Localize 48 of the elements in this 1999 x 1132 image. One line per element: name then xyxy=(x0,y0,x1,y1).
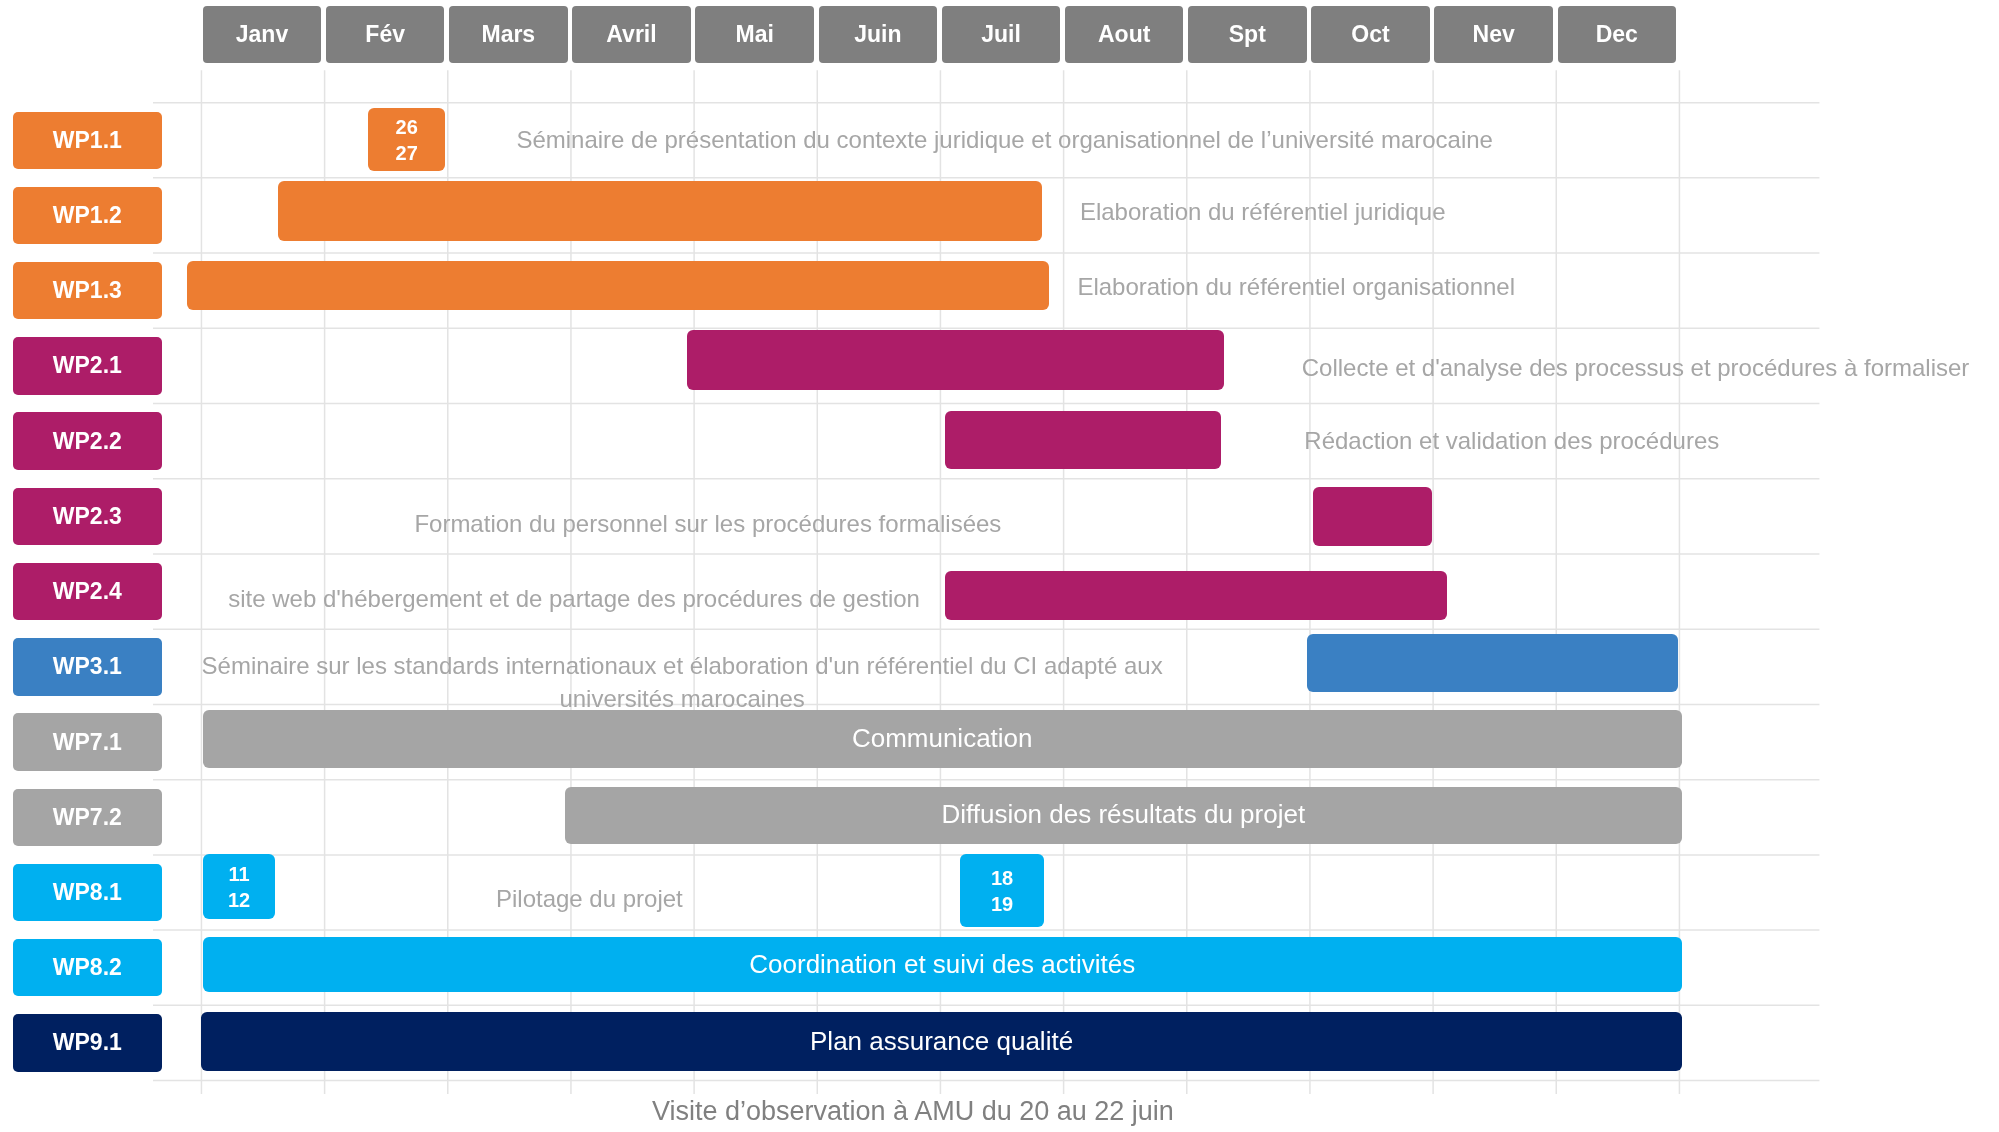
work-package-label: WP9.1 xyxy=(12,1014,162,1072)
work-package-label: WP1.1 xyxy=(12,111,162,169)
task-description: Formation du personnel sur les procédures formalisées xyxy=(414,508,1002,539)
work-package-label: WP8.1 xyxy=(12,863,162,922)
month-header: Spt xyxy=(1188,6,1307,64)
month-header: Nev xyxy=(1434,6,1553,64)
work-package-label: WP8.2 xyxy=(12,939,162,997)
task-bar xyxy=(687,330,1224,391)
task-description: Collecte et d'analyse des processus et procédures à formaliser xyxy=(1301,353,1970,384)
month-header: Juil xyxy=(941,6,1061,64)
work-package-label: WP1.2 xyxy=(12,186,162,245)
month-header: Dec xyxy=(1557,6,1677,64)
work-package-label: WP2.4 xyxy=(12,562,162,621)
month-header: Janv xyxy=(202,6,322,64)
task-bar: Coordination et suivi des activités xyxy=(202,937,1682,992)
task-bar: 26 27 xyxy=(368,108,445,171)
task-description: Elaboration du référentiel organisationnel xyxy=(1077,271,1515,302)
task-bar xyxy=(944,410,1222,470)
task-bar: Diffusion des résultats du projet xyxy=(564,786,1682,845)
task-description: Séminaire de présentation du contexte juridique et organisationnel de l’université marocaine xyxy=(516,125,1493,156)
task-bar xyxy=(1306,633,1678,693)
work-package-label: WP2.3 xyxy=(12,487,162,546)
task-bar xyxy=(944,571,1448,620)
task-description: Pilotage du projet xyxy=(495,883,683,914)
task-bar xyxy=(1313,487,1432,546)
work-package-label: WP7.1 xyxy=(12,713,162,771)
task-description: Rédaction et validation des procédures xyxy=(1304,425,1720,456)
month-header: Fév xyxy=(325,6,445,64)
task-bar xyxy=(277,181,1042,241)
task-bar: 18 19 xyxy=(960,854,1045,927)
task-bar: Plan assurance qualité xyxy=(201,1012,1682,1071)
month-header: Oct xyxy=(1311,6,1430,64)
work-package-label: WP1.3 xyxy=(12,262,162,320)
task-bar: Communication xyxy=(202,710,1682,768)
work-package-label: WP3.1 xyxy=(12,638,162,696)
month-header: Aout xyxy=(1064,6,1184,64)
task-bar: 11 12 xyxy=(202,854,276,920)
month-header: Juin xyxy=(818,6,938,64)
month-header: Avril xyxy=(572,6,691,64)
month-header: Mars xyxy=(449,6,568,64)
work-package-label: WP7.2 xyxy=(12,788,162,846)
task-bar xyxy=(187,261,1050,310)
month-header: Mai xyxy=(695,6,814,64)
task-description: Elaboration du référentiel juridique xyxy=(1079,196,1446,227)
task-description: site web d'hébergement et de partage des procédures de gestion xyxy=(228,584,920,615)
work-package-label: WP2.1 xyxy=(12,337,162,395)
work-package-label: WP2.2 xyxy=(12,412,162,470)
caption: Visite d’observation à AMU du 20 au 22 juin xyxy=(651,1096,1174,1128)
